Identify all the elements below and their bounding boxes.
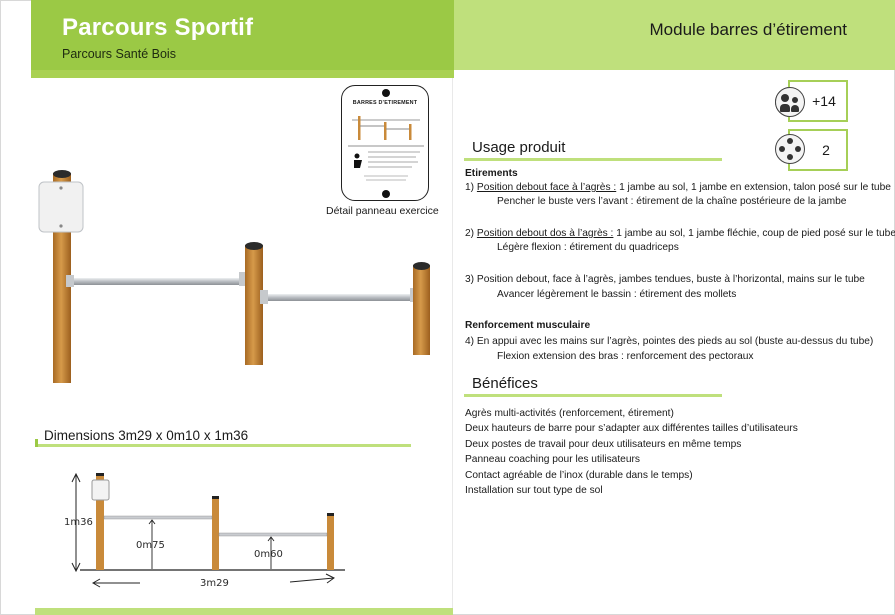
usage-item-3-num: 3) [465,274,475,285]
panel-caption: Détail panneau exercice [326,205,439,217]
benefices-heading-rule [464,394,722,397]
bar1-height-label: 0m75 [136,540,165,551]
renfo-item: 4) En appui avec les mains sur l’agrès, … [465,336,874,347]
usage-item-2-lead: Position debout dos à l’agrès : [476,228,614,239]
usage-item-3-detail: Avancer légèrement le bassin : étirement… [497,289,737,300]
usage-item-2-rest: 1 jambe au sol, 1 jambe fléchie, coup de… [613,228,895,239]
width-label: 3m29 [200,578,229,589]
usage-item-2-detail: Légère flexion : étirement du quadriceps [497,242,679,253]
users-value: 2 [822,142,830,158]
low-bar [263,294,416,301]
age-icon-front [775,87,805,117]
benefit-item: Agrès multi-activités (renforcement, éti… [465,408,674,419]
usage-heading-rule [464,158,722,161]
brand-subtitle: Parcours Santé Bois [62,47,176,61]
usage-item-2-num: 2) [465,228,475,239]
drawing-sign [91,479,110,501]
page-fold [452,0,453,615]
age-value: +14 [812,93,836,109]
usage-heading: Usage produit [472,139,566,156]
benefit-item: Installation sur tout type de sol [465,485,603,496]
usage-item-1-lead: Position debout face à l’agrès : [476,182,617,193]
brand-header: Parcours Sportif Parcours Santé Bois [31,0,454,78]
footer-bar [35,608,453,615]
sign-panel [38,181,84,233]
dimensions-heading: Dimensions 3m29 x 0m10 x 1m36 [44,428,249,443]
brand-title: Parcours Sportif [62,14,254,41]
middle-post [245,245,263,365]
benefit-item: Panneau coaching pour les utilisateurs [465,454,640,465]
usage-item-3: 3) Position debout, face à l’agrès, jamb… [465,273,865,286]
usage-item-1-rest: 1 jambe au sol, 1 jambe en extension, ta… [616,182,891,193]
benefit-item: Contact agréable de l’inox (durable dans… [465,470,693,481]
module-title: Module barres d’étirement [649,20,847,39]
product-illustration [38,170,430,383]
usage-item-1-num: 1) [465,182,475,193]
exercise-panel-thumbnail: BARRES D’ETIREMENT [341,85,429,201]
usage-item-2: 2) Position debout dos à l’agrès : 1 jam… [465,227,895,240]
module-header: Module barres d’étirement [454,0,895,70]
panel-title: BARRES D’ETIREMENT [352,100,418,106]
right-post [413,265,430,355]
usage-item-3-rest: Position debout, face à l’agrès, jambes … [476,274,865,285]
usage-item-1: 1) Position debout face à l’agrès : 1 ja… [465,181,891,194]
renfo-title: Renforcement musculaire [465,320,591,331]
brand-header-stripe [31,70,454,78]
bar2-height-label: 0m60 [254,549,283,560]
dimension-drawing: 1m36 0m75 0m60 3m29 [64,472,345,589]
renfo-detail: Flexion extension des bras : renforcemen… [497,351,754,362]
users-icon [775,134,805,164]
etirements-title: Etirements [465,168,518,179]
benefit-item: Deux postes de travail pour deux utilisa… [465,439,742,450]
dimensions-heading-rule [35,439,411,447]
height-label: 1m36 [64,517,93,528]
benefit-item: Deux hauteurs de barre pour s’adapter au… [465,423,798,434]
left-post-cap [53,170,71,178]
benefices-heading: Bénéfices [472,375,538,392]
high-bar [71,278,246,285]
usage-item-1-detail: Pencher le buste vers l’avant : étiremen… [497,196,847,207]
